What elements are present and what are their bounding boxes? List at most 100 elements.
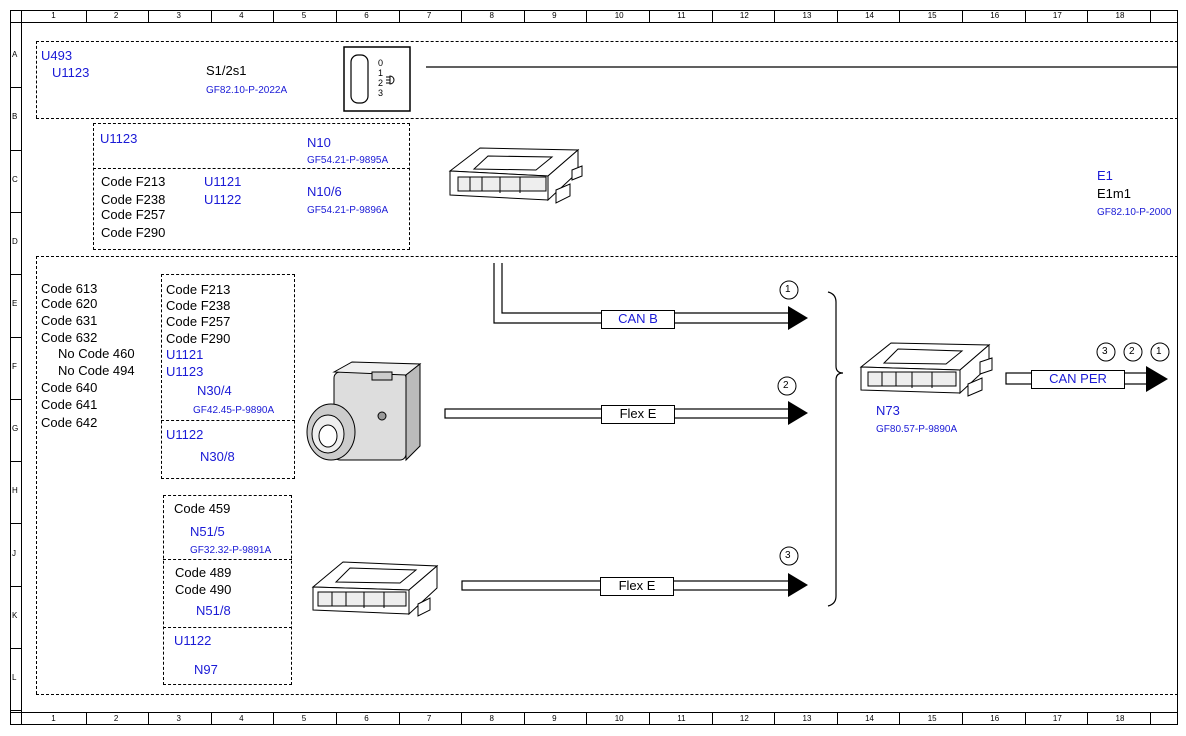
ruler-column-label: 3 [176,11,181,20]
u1123-label-b: U1123 [100,131,138,146]
ruler-separator [10,149,21,151]
n10-box [93,123,410,250]
ruler-separator [1149,10,1151,22]
ruler-separator [1087,713,1089,725]
ruler-column-label: 6 [364,11,369,20]
code-label: Code F238 [166,298,231,313]
n10-6-ref: GF54.21-P-9896A [307,205,389,216]
ruler-column-label: 13 [802,714,812,723]
ruler-separator [586,713,588,725]
ruler-column-label: 14 [865,714,874,723]
ruler-row-label: K [12,610,18,620]
ruler-row-label: A [12,50,18,60]
n10-divider [93,168,410,169]
code-label: Code F213 [101,174,166,189]
row-a-top-border [36,41,1178,42]
code-label: Code 642 [41,415,98,430]
n30-4-abs-unit-icon [306,361,422,462]
ruler-row-label: D [12,237,18,247]
ruler-column-label: 13 [802,11,812,20]
diagram-frame [10,10,1178,725]
ruler-separator [523,10,525,22]
ruler-column-label: 7 [426,714,432,723]
ruler-column-label: 16 [990,714,1000,723]
light-switch-icon [343,46,411,112]
ruler-column-label: 6 [364,714,369,723]
n30-8-label: N30/8 [200,449,235,464]
ruler-column-label: 9 [552,11,557,20]
ruler-separator [398,10,400,22]
ruler-row-label: C [12,174,18,184]
code-label: Code 490 [175,582,232,597]
n10-control-unit-icon [448,147,583,204]
ruler-separator [10,274,21,276]
e1-label: E1 [1097,168,1113,183]
ruler-column-label: 10 [614,11,624,20]
ruler-separator [461,713,463,725]
marker-circle-1 [779,280,799,300]
ruler-separator [10,523,21,525]
ruler-column-label: 15 [927,714,937,723]
ruler-separator [85,713,87,725]
marker-circle-can-per-2 [1123,342,1143,362]
flex-e-label-1: Flex E [601,405,675,424]
ruler-separator [398,713,400,725]
ruler-column-label: 5 [301,11,307,20]
u1122-label-b: U1122 [204,192,242,207]
code-label: No Code 494 [58,363,135,378]
switch-position-0: 0 [378,58,384,68]
e1-ref: GF82.10-P-2000 [1097,207,1172,218]
n51-8-control-unit-icon [311,561,439,617]
ruler-column-label: 12 [739,11,749,20]
ruler-separator [774,713,776,725]
ruler-row-label: F [12,361,17,371]
code-label: Code 640 [41,380,98,395]
row-a-bottom-border [36,118,1178,119]
ruler-separator [336,713,337,725]
ruler-separator [711,713,713,725]
ruler-separator [962,10,963,22]
ruler-separator [899,10,901,22]
ruler-column-label: 3 [176,714,181,723]
ruler-column-label: 4 [239,11,244,20]
ruler-separator [210,713,212,725]
n30-box [161,274,295,479]
marker-circle-can-per-1 [1150,342,1170,362]
ruler-separator [836,10,838,22]
u1123-label-a: U1123 [52,65,90,80]
ruler-separator [461,10,463,22]
ruler-separator [586,10,588,22]
n51-box [163,495,292,685]
flex-e-label-2: Flex E [600,577,674,596]
can-per-label: CAN PER [1031,370,1125,389]
ruler-separator [210,10,212,22]
ruler-row-label: L [12,673,17,683]
ruler-row-label: H [12,486,18,496]
marker-label-can-per-3: 3 [1102,346,1108,357]
switch-position-1: 1 [378,68,384,78]
ruler-separator [10,648,21,649]
main-bottom-border [36,694,1178,695]
marker-circle-2 [777,376,797,396]
main-left-border [36,256,37,694]
switch-position-2: 2 [378,78,384,88]
switch-ref: GF82.10-P-2022A [206,85,288,96]
can-b-line [493,263,808,330]
switch-name: S1/2s1 [206,63,247,78]
ruler-separator [10,461,21,463]
ruler-row-label: E [12,299,18,309]
ruler-separator [649,713,650,725]
n51-5-ref: GF32.32-P-9891A [190,545,272,556]
ruler-column-label: 4 [239,714,244,723]
n97-label: N97 [194,662,218,677]
ruler-column-label: 15 [927,11,937,20]
can-b-label: CAN B [601,310,675,329]
code-label: Code 613 [41,281,98,296]
ruler-separator [1024,713,1026,725]
code-label: Code F213 [166,282,231,297]
ruler-separator [85,10,87,22]
code-label: Code F257 [166,314,231,329]
ruler-column-label: 14 [865,11,874,20]
ruler-separator [148,10,150,22]
ruler-separator [711,10,713,22]
